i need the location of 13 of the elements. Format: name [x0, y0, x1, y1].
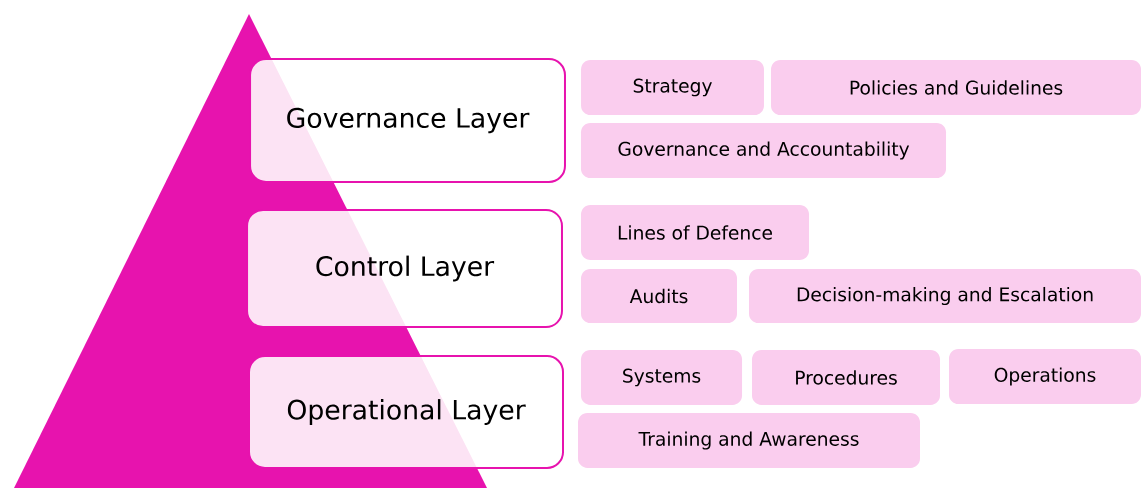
layer-box: Operational Layer — [248, 355, 564, 469]
item-box: Operations — [949, 349, 1141, 404]
item-box: Governance and Accountability — [580, 123, 947, 178]
layer-box: Governance Layer — [249, 58, 566, 183]
item-box: Decision-making and Escalation — [749, 269, 1141, 323]
layer-box: Control Layer — [246, 208, 563, 329]
item-box: Audits — [581, 269, 737, 323]
item-box: Training and Awareness — [578, 413, 920, 468]
item-box: Policies and Guidelines — [771, 60, 1141, 115]
item-box: Systems — [580, 350, 743, 405]
item-box: Procedures — [752, 350, 940, 405]
item-box: Strategy — [581, 60, 764, 115]
item-box: Lines of Defence — [581, 205, 809, 260]
